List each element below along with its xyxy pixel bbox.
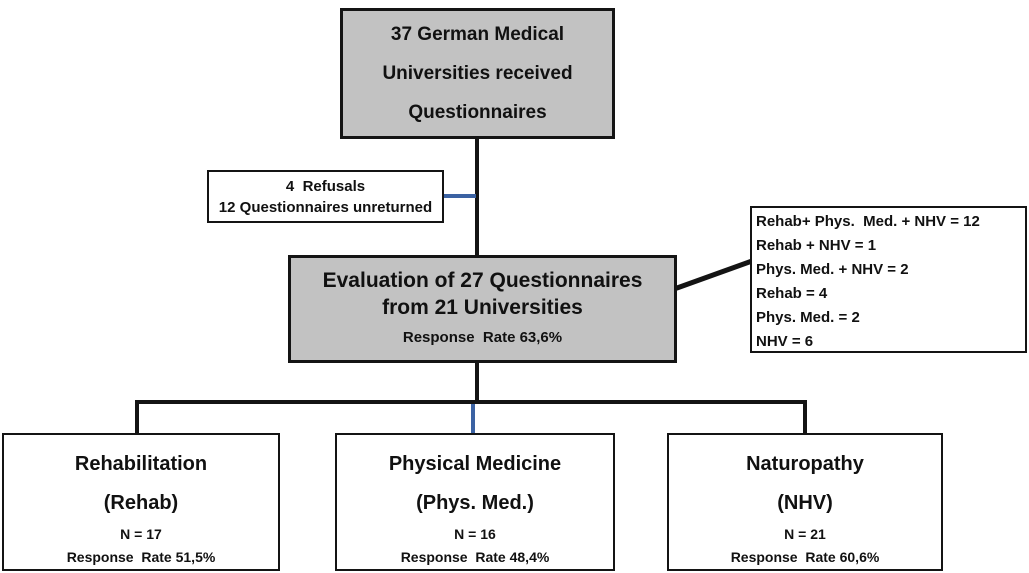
connector-branch-horizontal [135, 400, 807, 404]
response-rate: Response Rate 48,4% [400, 549, 550, 565]
node-n-value: N = 16 [454, 526, 496, 542]
node-title-line: Evaluation of 27 Questionnaires [322, 269, 643, 292]
node-refusals-unreturned: 4 Refusals 12 Questionnaires unreturned [207, 170, 444, 223]
node-universities-questionnaires: 37 German Medical Universities received … [340, 8, 615, 139]
connector-evaluation-to-branch [475, 361, 479, 403]
breakdown-line: Phys. Med. = 2 [756, 309, 860, 326]
breakdown-line: Rehab+ Phys. Med. + NHV = 12 [756, 213, 980, 230]
node-text-line: 12 Questionnaires unreturned [218, 198, 433, 216]
node-rehabilitation: Rehabilitation (Rehab) N = 17 Response R… [2, 433, 280, 571]
connector-stub-naturopathy [803, 400, 807, 434]
connector-refusals-branch [443, 194, 476, 198]
connector-evaluation-to-breakdown [674, 258, 754, 291]
node-n-value: N = 17 [120, 526, 162, 542]
node-abbr: (NHV) [777, 492, 833, 514]
connector-top-to-evaluation [475, 137, 479, 256]
node-text-line: Questionnaires [408, 102, 547, 123]
response-rate: Response Rate 63,6% [402, 329, 563, 346]
breakdown-line: Phys. Med. + NHV = 2 [756, 261, 909, 278]
node-title: Rehabilitation [74, 453, 208, 475]
breakdown-line: Rehab = 4 [756, 285, 828, 302]
node-title: Physical Medicine [388, 453, 562, 475]
connector-stub-rehabilitation [135, 400, 139, 434]
breakdown-line: Rehab + NHV = 1 [756, 237, 877, 254]
node-abbr: (Rehab) [103, 492, 179, 514]
node-title-line: from 21 Universities [382, 296, 583, 319]
node-text-line: 37 German Medical [390, 24, 565, 45]
node-evaluation: Evaluation of 27 Questionnaires from 21 … [288, 255, 677, 363]
response-rate: Response Rate 60,6% [730, 549, 880, 565]
node-breakdown: Rehab+ Phys. Med. + NHV = 12 Rehab + NHV… [750, 206, 1027, 353]
node-physical-medicine: Physical Medicine (Phys. Med.) N = 16 Re… [335, 433, 615, 571]
connector-stub-physical-medicine [471, 404, 475, 434]
node-n-value: N = 21 [784, 526, 826, 542]
node-abbr: (Phys. Med.) [416, 492, 534, 514]
response-rate: Response Rate 51,5% [66, 549, 216, 565]
node-text-line: Universities received [382, 63, 573, 84]
node-naturopathy: Naturopathy (NHV) N = 21 Response Rate 6… [667, 433, 943, 571]
node-title: Naturopathy [746, 453, 864, 475]
node-text-line: 4 Refusals [285, 177, 366, 195]
breakdown-line: NHV = 6 [756, 333, 814, 350]
